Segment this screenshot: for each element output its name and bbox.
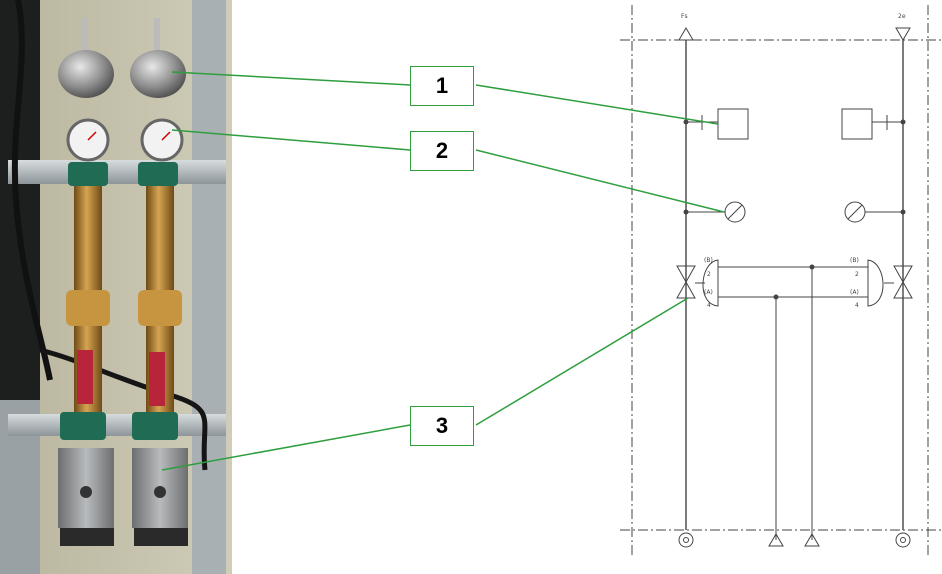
clamp-bracket-lower: [132, 412, 178, 440]
pressure-vessel-sphere: [130, 50, 186, 98]
exhaust-symbol-a: [768, 533, 784, 547]
horizontal-rail-top: [8, 160, 226, 184]
clamp-bracket: [138, 162, 178, 186]
leader-2-schematic: [475, 149, 725, 213]
warning-tag: [149, 352, 165, 406]
air-valve-stem: [82, 18, 88, 54]
actuator-base: [134, 528, 188, 546]
actuator-symbol-right: [867, 259, 884, 307]
leader-1-schematic: [475, 84, 719, 125]
port-label-2-right: 2: [855, 271, 859, 278]
port-label-b-left: (B): [704, 257, 713, 264]
pressure-vessel-sphere: [58, 50, 114, 98]
clamp-bracket-lower: [60, 412, 106, 440]
leader-2-photo: [171, 129, 411, 151]
actuator-symbol-left: [702, 259, 719, 307]
leader-3-schematic: [475, 297, 689, 426]
port-label-a-right: (A): [850, 289, 859, 296]
port-label-b-right: (B): [850, 257, 859, 264]
warning-tag: [77, 350, 93, 404]
valve-symbol-left: [676, 265, 696, 299]
pipe-fitting: [66, 290, 110, 326]
port-label-4-left: 4: [707, 302, 711, 309]
callout-2: 2: [410, 131, 474, 171]
air-valve-stem: [154, 18, 160, 54]
port-label-2-left: 2: [707, 271, 711, 278]
valve-symbol-right: [893, 265, 913, 299]
vertical-rail: [192, 0, 226, 574]
hose: [11, 0, 53, 381]
pipe-fitting: [138, 290, 182, 326]
equipment-photo: [0, 0, 232, 574]
schematic-label-top-left: Fs: [681, 13, 688, 20]
schematic-label-top-right: 2e: [898, 13, 906, 20]
inlet-symbol-left: [678, 27, 694, 41]
leader-1-photo: [171, 71, 411, 86]
actuator-base: [60, 528, 114, 546]
drain-symbol-left: [678, 532, 694, 548]
port-label-a-left: (A): [704, 289, 713, 296]
drain-symbol-right: [895, 532, 911, 548]
clamp-bracket: [68, 162, 108, 186]
leader-3-photo: [161, 424, 411, 471]
vessel-symbol-right: [841, 108, 873, 140]
callout-3: 3: [410, 406, 474, 446]
port-label-4-right: 4: [855, 302, 859, 309]
exhaust-symbol-b: [804, 533, 820, 547]
inlet-symbol-right: [895, 27, 911, 41]
callout-1: 1: [410, 66, 474, 106]
